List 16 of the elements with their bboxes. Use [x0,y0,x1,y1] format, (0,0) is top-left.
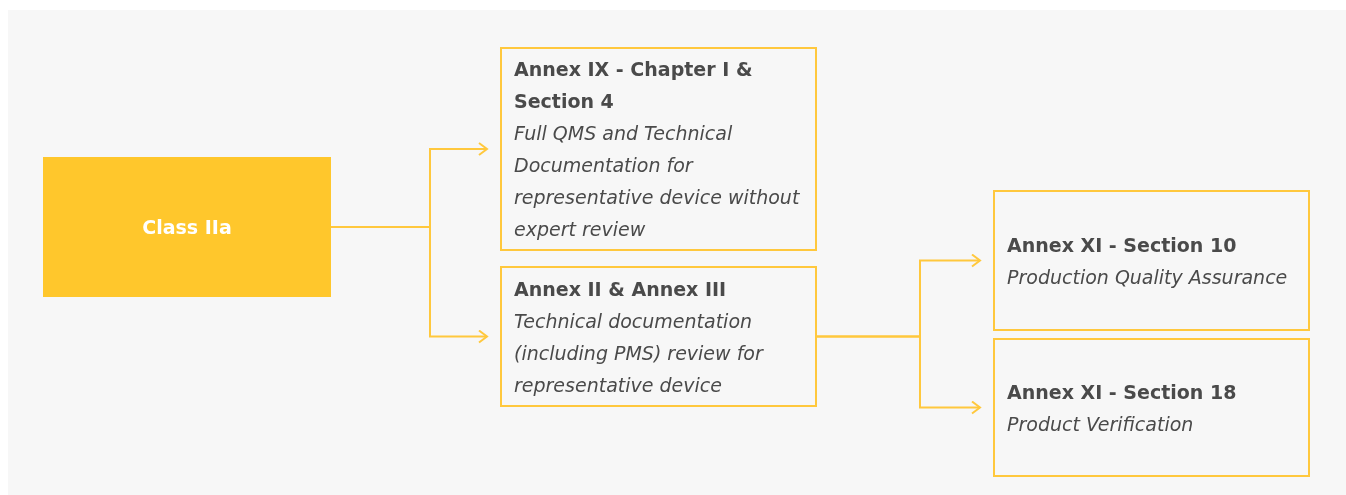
box-description: Production Quality Assurance [1007,264,1289,290]
box-description: Product Verification [1007,411,1195,437]
class-box [43,157,331,297]
connector-arrow [816,335,981,415]
box-heading: Annex XI - Section 10 [1007,232,1238,258]
annex-box [500,47,817,251]
box-heading: Annex IX - Chapter I & Section 4 [514,57,754,114]
box-description: Full QMS and Technical Documentation for representative device without expert review [514,121,801,242]
box-description: Technical documentation (including PMS) review for representative device [514,308,765,398]
annex-box [993,338,1310,477]
box-heading: Class IIa [142,215,232,240]
box-heading: Annex II & Annex III [514,276,728,302]
annex-box [993,190,1310,331]
connector-arrow [330,226,488,344]
box-heading: Annex XI - Section 18 [1007,379,1238,405]
annex-box [500,266,817,407]
